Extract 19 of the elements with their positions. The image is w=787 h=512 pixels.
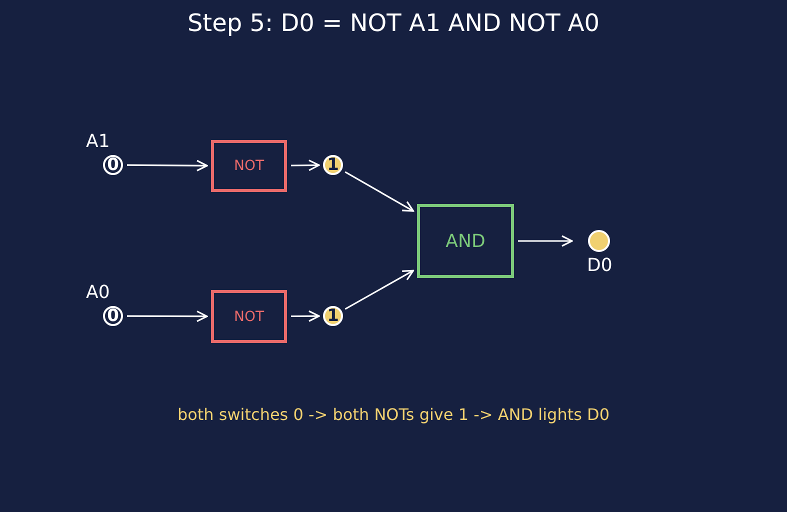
input-label: A1 (86, 131, 110, 152)
and-gate-box: AND (417, 204, 514, 278)
title: Step 5: D0 = NOT A1 AND NOT A0 (186, 9, 601, 37)
caption: both switches 0 -> both NOTs give 1 -> AND lights D0 (176, 405, 611, 424)
output-circle: 1 (323, 306, 343, 326)
switch-circle: 0 (103, 155, 123, 175)
arrow (291, 310, 320, 322)
arrow (344, 270, 414, 310)
input-label: A0 (86, 282, 110, 303)
arrow (127, 310, 208, 322)
not-gate-box: NOT (211, 140, 287, 192)
not-gate-box: NOT (211, 290, 287, 343)
arrow (344, 171, 414, 212)
output-circle: 1 (323, 155, 343, 175)
arrow (518, 235, 573, 247)
switch-circle: 0 (103, 306, 123, 326)
output-label: D0 (587, 255, 612, 276)
arrow (290, 159, 320, 172)
arrow (127, 160, 208, 172)
